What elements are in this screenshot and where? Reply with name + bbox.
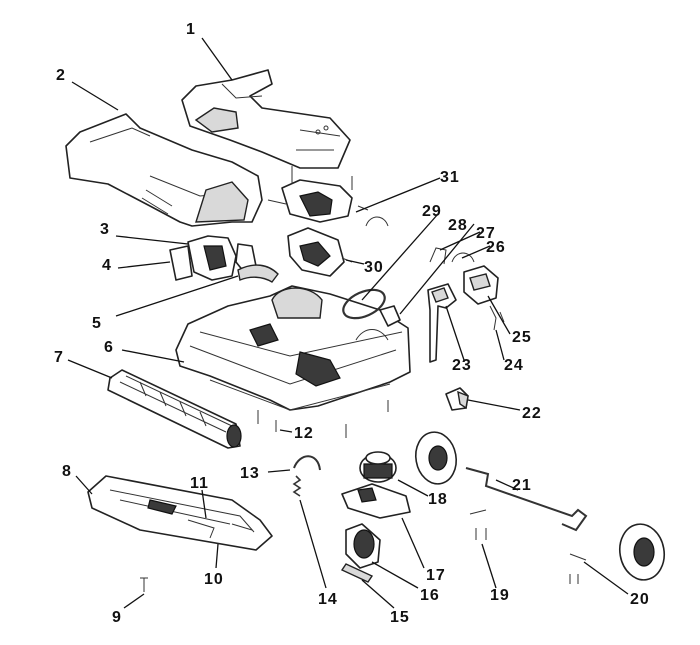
part-23-latch bbox=[427, 283, 457, 363]
part-8-base-plate bbox=[87, 475, 273, 551]
part-14-spring bbox=[292, 475, 302, 497]
part-9-screw bbox=[140, 577, 148, 592]
part-17-bracket bbox=[341, 483, 411, 519]
callout-4: 4 bbox=[102, 257, 112, 274]
leader-lines bbox=[67, 37, 629, 609]
part-28-pulley-bracket bbox=[379, 305, 401, 327]
callout-21: 21 bbox=[512, 477, 532, 494]
callout-8: 8 bbox=[62, 463, 72, 480]
callout-28: 28 bbox=[448, 217, 468, 234]
part-24-lever bbox=[489, 305, 505, 331]
part-wheel-front bbox=[414, 431, 458, 485]
part-30-motor bbox=[287, 227, 353, 277]
part-19-screws bbox=[469, 509, 487, 540]
callout-5: 5 bbox=[92, 315, 102, 332]
part-20-wheel bbox=[569, 523, 666, 584]
callout-24: 24 bbox=[504, 357, 524, 374]
part-7-brush-roll bbox=[107, 369, 242, 449]
callout-16: 16 bbox=[420, 587, 440, 604]
part-2-body-shell bbox=[65, 113, 263, 227]
callout-1: 1 bbox=[186, 21, 196, 38]
callout-3: 3 bbox=[100, 221, 110, 238]
part-12-screws bbox=[257, 400, 389, 438]
callout-12: 12 bbox=[294, 425, 314, 442]
part-26-bracket bbox=[451, 252, 475, 263]
part-25-height-knob bbox=[463, 265, 499, 305]
part-22-switch bbox=[445, 387, 469, 411]
callout-26: 26 bbox=[486, 239, 506, 256]
callout-labels: 1 2 3 4 5 6 7 8 9 10 11 12 13 14 15 16 1… bbox=[54, 21, 650, 626]
callout-11: 11 bbox=[190, 475, 209, 492]
callout-31: 31 bbox=[440, 169, 460, 186]
callout-30: 30 bbox=[364, 259, 384, 276]
part-15-pin bbox=[340, 563, 374, 583]
callout-18: 18 bbox=[428, 491, 448, 508]
callout-20: 20 bbox=[630, 591, 650, 608]
part-31-motor-cover bbox=[267, 166, 389, 227]
callout-19: 19 bbox=[490, 587, 510, 604]
callout-23: 23 bbox=[452, 357, 472, 374]
callout-22: 22 bbox=[522, 405, 542, 422]
callout-6: 6 bbox=[104, 339, 114, 356]
part-1-top-cover bbox=[181, 69, 351, 169]
callout-15: 15 bbox=[390, 609, 410, 626]
callout-2: 2 bbox=[56, 67, 66, 84]
callout-10: 10 bbox=[204, 571, 224, 588]
callout-14: 14 bbox=[318, 591, 338, 608]
part-29-belt bbox=[342, 288, 386, 320]
callout-27: 27 bbox=[476, 225, 496, 242]
part-13-clip bbox=[293, 455, 321, 471]
callout-29: 29 bbox=[422, 203, 442, 220]
callout-17: 17 bbox=[426, 567, 446, 584]
part-21-axle bbox=[465, 467, 588, 532]
part-4-bracket bbox=[169, 245, 193, 281]
part-6-base-chassis bbox=[175, 285, 411, 411]
part-5-hose bbox=[237, 264, 279, 283]
callout-13: 13 bbox=[240, 465, 260, 482]
callout-7: 7 bbox=[54, 349, 64, 366]
callout-9: 9 bbox=[112, 609, 122, 626]
part-18-pump bbox=[359, 451, 397, 483]
callout-25: 25 bbox=[512, 329, 532, 346]
part-16-roller bbox=[345, 523, 381, 569]
